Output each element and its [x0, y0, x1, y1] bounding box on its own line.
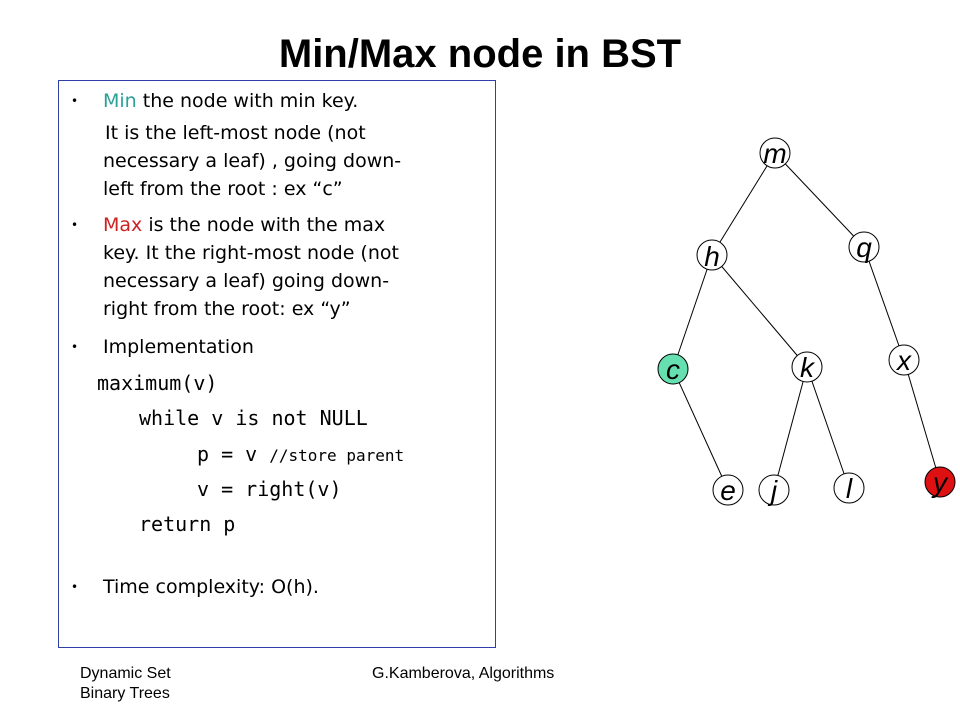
node-j-label: j: [767, 475, 778, 506]
edge-x-y: [903, 359, 941, 483]
node-e-label: e: [720, 475, 736, 506]
edge-h-k: [711, 254, 808, 368]
min-line-3: necessary a leaf) , going down-: [103, 150, 402, 172]
min-keyword: Min: [103, 90, 137, 112]
time-complexity: Time complexity: O(h).: [103, 576, 319, 598]
code-comment: //store parent: [269, 446, 405, 465]
footer-topic: Dynamic Set Binary Trees: [80, 664, 171, 704]
edge-m-q: [774, 152, 865, 248]
tree-nodes: m h q c k x e j l y: [657, 137, 956, 506]
node-q-label: q: [856, 232, 872, 263]
node-c-label: c: [666, 354, 680, 385]
bullet-dot: •: [71, 94, 79, 108]
slide-title: Min/Max node in BST: [278, 32, 682, 76]
footer-topic-line-2: Binary Trees: [80, 685, 170, 702]
min-line-2: It is the left-most node (not: [105, 122, 366, 144]
edge-q-x: [863, 246, 905, 361]
tree-edges: [672, 152, 941, 491]
bullet-dot: •: [71, 580, 79, 594]
node-l-label: l: [846, 473, 853, 504]
edge-k-j: [773, 366, 808, 491]
edge-h-c: [672, 254, 713, 370]
node-h: [696, 239, 728, 271]
edge-k-l: [806, 366, 850, 489]
node-l: [833, 472, 865, 504]
node-y-label: y: [931, 467, 949, 498]
min-text: the node with min key.: [136, 90, 359, 112]
code-line-maximum: maximum(v): [97, 371, 218, 395]
node-h-label: h: [704, 241, 720, 272]
max-line-2: key. It the right-most node (not: [103, 242, 399, 264]
footer-author: G.Kamberova, Algorithms: [372, 665, 555, 682]
min-line-1: Min the node with min key.: [103, 89, 358, 113]
node-j: [758, 474, 790, 506]
edge-m-h: [711, 152, 776, 256]
code-line-right: v = right(v): [197, 477, 342, 501]
footer-topic-line-1: Dynamic Set: [80, 665, 171, 682]
max-line-4: right from the root: ex “y”: [103, 298, 351, 320]
node-k: [791, 351, 823, 383]
max-text: is the node with the max: [142, 214, 386, 236]
node-x: [888, 344, 920, 376]
bullet-dot: •: [71, 340, 79, 354]
node-m: [759, 137, 791, 169]
code-line-store: p = v //store parent: [197, 442, 404, 468]
max-line-3: necessary a leaf) going down-: [103, 270, 390, 292]
implementation-label: Implementation: [103, 336, 254, 358]
edge-c-e: [672, 368, 729, 491]
node-c: [657, 353, 689, 385]
code-assign-p: p = v: [197, 442, 270, 466]
node-y: [924, 466, 956, 498]
node-q: [848, 231, 880, 263]
content-box: • Min the node with min key. It is the l…: [58, 80, 496, 648]
node-m-label: m: [763, 138, 786, 169]
bullet-dot: •: [71, 218, 79, 232]
node-k-label: k: [800, 352, 816, 383]
code-line-while: while v is not NULL: [139, 406, 368, 430]
max-keyword: Max: [103, 214, 143, 236]
node-x-label: x: [895, 345, 912, 376]
node-e: [712, 474, 744, 506]
max-line-1: Max is the node with the max: [103, 213, 385, 237]
min-line-4: left from the root : ex “c”: [103, 178, 343, 200]
code-line-return: return p: [139, 512, 236, 536]
